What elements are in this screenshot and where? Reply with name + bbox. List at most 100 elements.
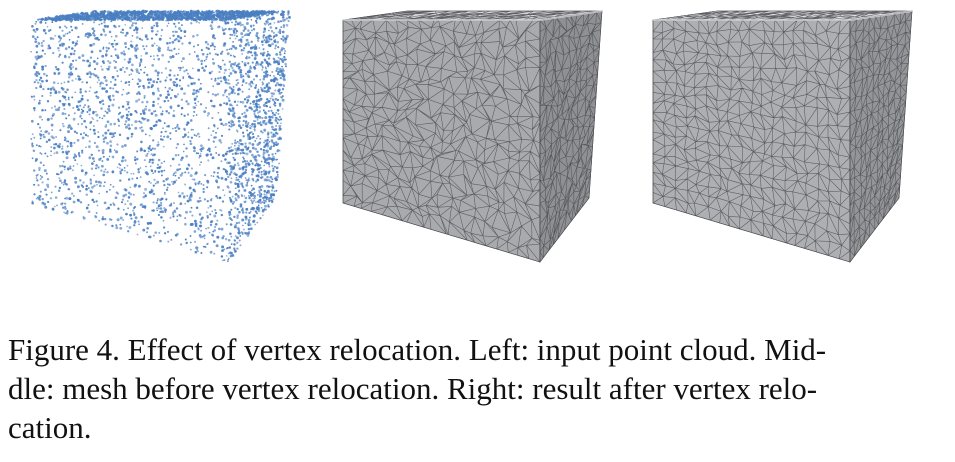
- point: [60, 170, 64, 174]
- point: [183, 114, 186, 117]
- point: [271, 141, 274, 144]
- point: [45, 172, 48, 175]
- point: [173, 22, 176, 25]
- point: [94, 215, 97, 217]
- point: [78, 56, 81, 59]
- point: [273, 80, 276, 83]
- point: [167, 46, 170, 49]
- point: [241, 52, 244, 55]
- point: [46, 130, 49, 133]
- point: [185, 100, 188, 103]
- point: [259, 94, 262, 97]
- point: [262, 214, 264, 217]
- point: [211, 116, 214, 120]
- point: [262, 34, 266, 37]
- point: [275, 60, 279, 64]
- point: [121, 105, 125, 108]
- point: [176, 143, 180, 146]
- point: [54, 34, 57, 37]
- point: [250, 40, 253, 43]
- point: [202, 15, 205, 18]
- point: [249, 14, 252, 18]
- point: [92, 112, 95, 115]
- point: [204, 11, 207, 15]
- point: [184, 217, 187, 220]
- point: [275, 189, 278, 192]
- point: [97, 149, 100, 152]
- point: [50, 117, 53, 120]
- point: [52, 88, 56, 92]
- point: [263, 27, 267, 31]
- point: [283, 55, 286, 59]
- point: [158, 14, 160, 17]
- point: [281, 60, 285, 63]
- point: [53, 152, 56, 155]
- point: [47, 29, 51, 32]
- point: [159, 119, 162, 123]
- point: [93, 34, 96, 37]
- point: [195, 152, 198, 155]
- point: [226, 95, 228, 98]
- point: [31, 144, 35, 148]
- point: [220, 227, 224, 231]
- point: [238, 15, 241, 19]
- point: [80, 97, 84, 101]
- point: [229, 18, 232, 21]
- point: [206, 114, 209, 117]
- point: [151, 44, 154, 47]
- point: [174, 95, 177, 99]
- point: [75, 59, 78, 62]
- point: [37, 81, 40, 84]
- point: [240, 32, 244, 36]
- point: [120, 51, 124, 55]
- point: [195, 246, 198, 250]
- point: [103, 87, 106, 90]
- point: [74, 176, 78, 180]
- point: [288, 16, 291, 18]
- point: [223, 75, 227, 79]
- point: [116, 70, 119, 72]
- point: [171, 40, 175, 44]
- point: [79, 179, 82, 182]
- point: [239, 88, 242, 91]
- point: [89, 178, 92, 181]
- point: [120, 31, 123, 34]
- point: [276, 173, 279, 176]
- point: [138, 11, 140, 13]
- point: [245, 179, 248, 182]
- point: [92, 18, 96, 21]
- point: [244, 200, 247, 203]
- point: [249, 51, 253, 54]
- point: [131, 78, 134, 81]
- point: [264, 90, 267, 93]
- point: [146, 37, 149, 41]
- point: [50, 135, 54, 139]
- point: [198, 180, 201, 183]
- point: [74, 26, 77, 29]
- point: [269, 63, 272, 66]
- point: [247, 221, 251, 224]
- point: [185, 210, 188, 214]
- point: [255, 9, 259, 13]
- point: [168, 87, 172, 90]
- point: [273, 165, 276, 168]
- point: [145, 100, 149, 104]
- point: [198, 88, 201, 91]
- point: [226, 52, 230, 56]
- point: [272, 10, 276, 14]
- point: [154, 113, 158, 117]
- point: [230, 235, 233, 238]
- point: [201, 10, 204, 13]
- point: [247, 218, 251, 222]
- point: [219, 10, 221, 13]
- point: [245, 81, 248, 85]
- point: [260, 130, 263, 133]
- point: [216, 235, 220, 239]
- point: [139, 167, 142, 169]
- point: [133, 10, 137, 13]
- point: [106, 12, 110, 15]
- point: [61, 122, 64, 125]
- point: [37, 18, 39, 21]
- point: [257, 142, 261, 145]
- point: [225, 102, 229, 106]
